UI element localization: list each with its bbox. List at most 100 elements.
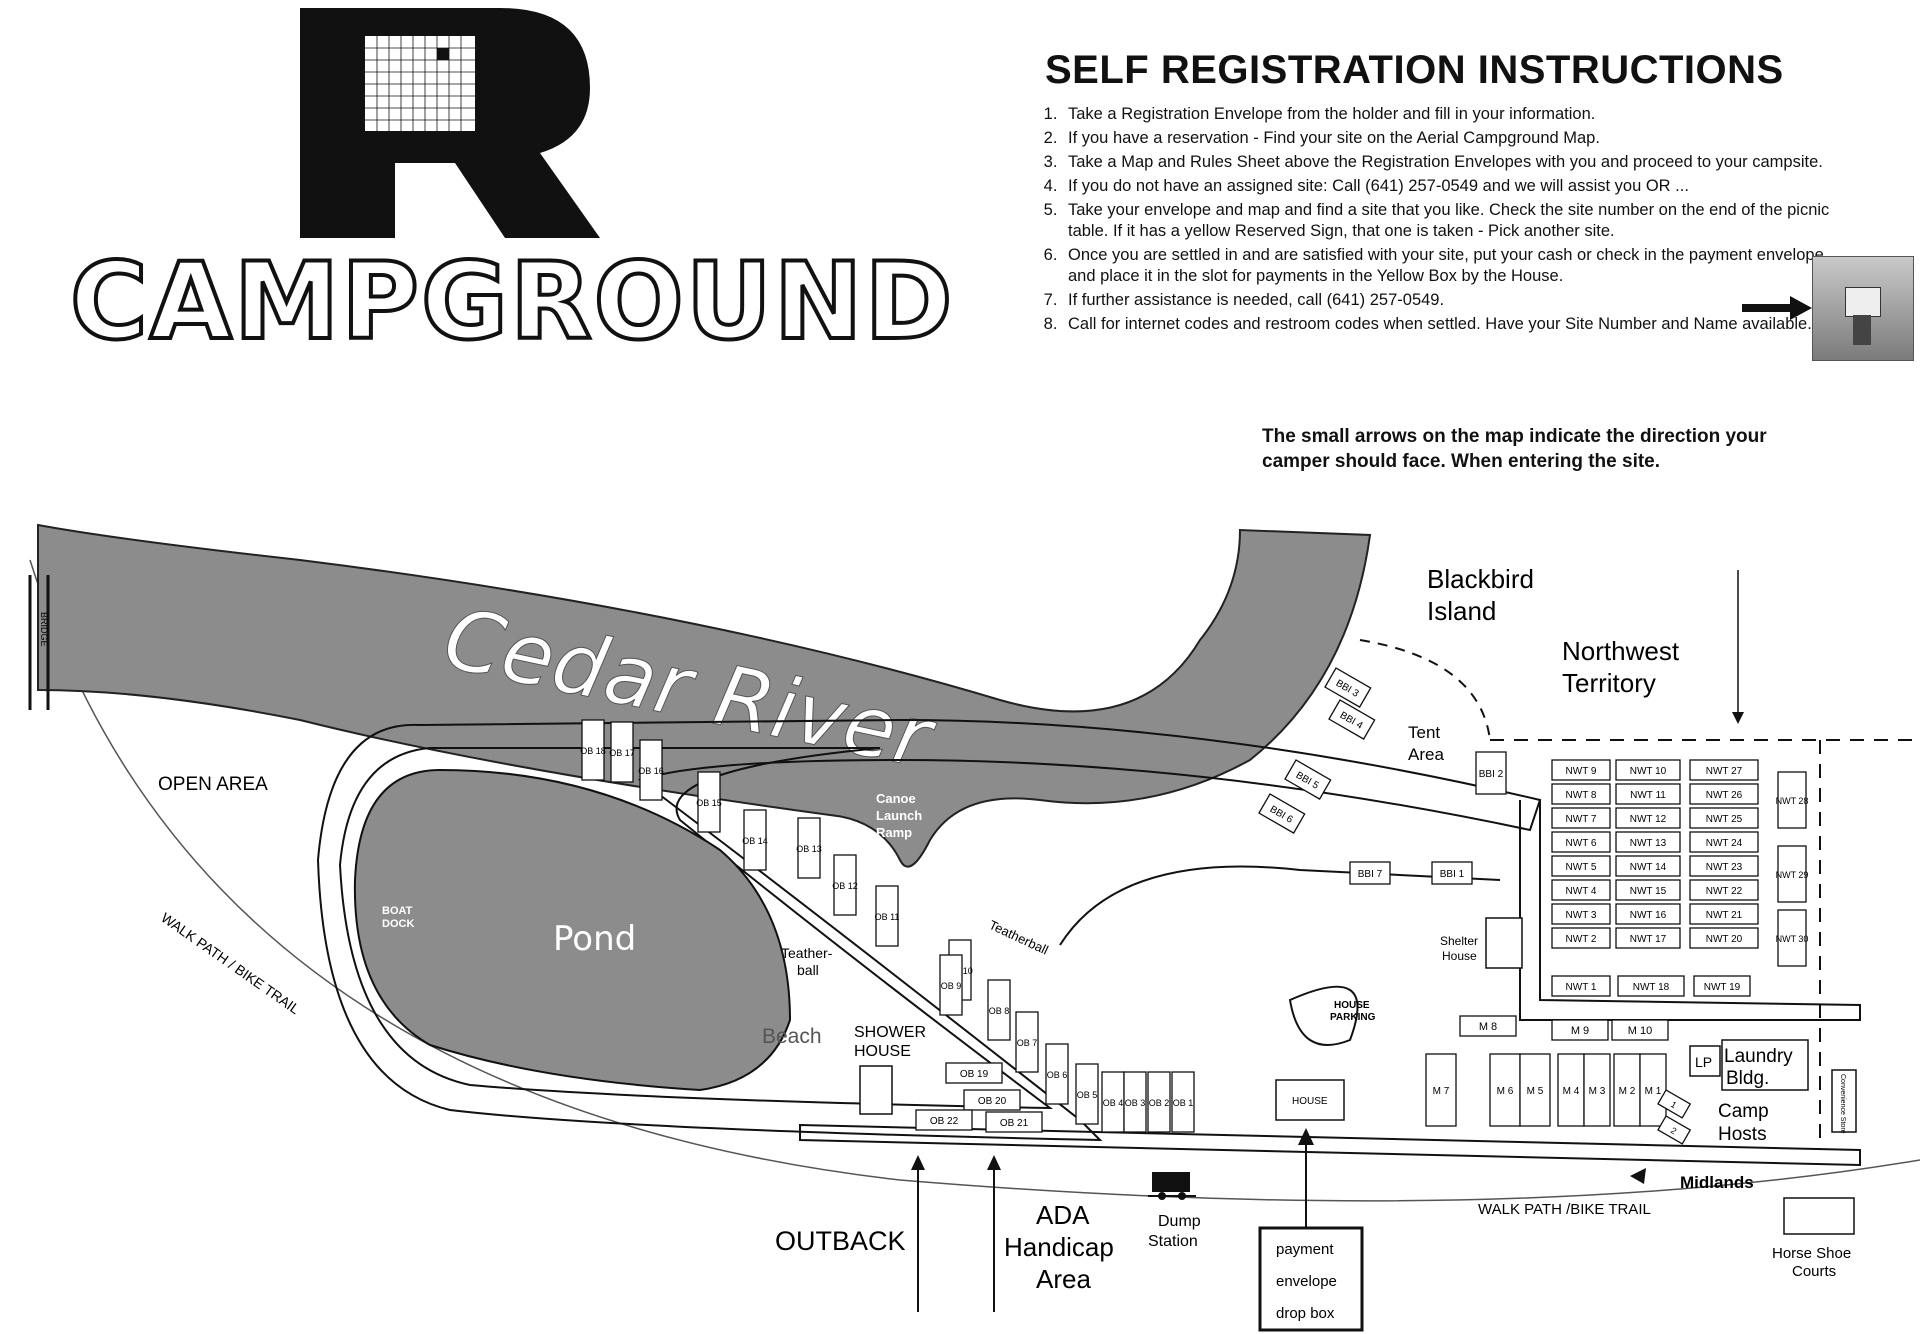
walk-path-left-label: WALK PATH / BIKE TRAIL bbox=[158, 909, 303, 1017]
campsite-nwt-15: NWT 15 bbox=[1615, 879, 1681, 901]
canoe-label-3: Ramp bbox=[876, 825, 912, 840]
campsite-nwt-28: NWT 28 bbox=[1776, 771, 1809, 829]
river-water bbox=[37, 523, 1372, 868]
campsite-nwt-22: NWT 22 bbox=[1689, 879, 1759, 901]
shelter-house-building bbox=[1485, 917, 1523, 969]
svg-text:M 7: M 7 bbox=[1433, 1086, 1450, 1097]
step-1: Take a Registration Envelope from the ho… bbox=[1062, 104, 1842, 125]
payment-box-2: envelope bbox=[1276, 1273, 1337, 1290]
svg-text:OB 2: OB 2 bbox=[1149, 1098, 1170, 1108]
tent-area-2: Area bbox=[1408, 745, 1444, 764]
teatherball-2: Teatherball bbox=[987, 917, 1051, 958]
svg-text:NWT 2: NWT 2 bbox=[1566, 934, 1597, 945]
campsite-m-2: M 2 bbox=[1613, 1053, 1641, 1127]
svg-text:M 2: M 2 bbox=[1619, 1086, 1636, 1097]
svg-text:M 5: M 5 bbox=[1527, 1086, 1544, 1097]
main-road bbox=[799, 1123, 1861, 1167]
campsite-ob-21: OB 21 bbox=[985, 1111, 1043, 1133]
campsite-bbi-7: BBI 7 bbox=[1349, 861, 1391, 885]
payment-box bbox=[1258, 1226, 1364, 1332]
campsite-m-5: M 5 bbox=[1519, 1053, 1551, 1127]
campsite-nwt-20: NWT 20 bbox=[1689, 927, 1759, 949]
dump-station-1: Dump bbox=[1158, 1213, 1201, 1230]
campsite-nwt-27: NWT 27 bbox=[1689, 759, 1759, 781]
house-label: HOUSE bbox=[1292, 1096, 1328, 1107]
campsite-bbi-6: BBI 6 bbox=[1258, 793, 1306, 834]
lp-box bbox=[1689, 1045, 1721, 1077]
camp-hosts-1: Camp bbox=[1718, 1101, 1769, 1122]
beach-label: Beach bbox=[762, 1025, 822, 1048]
svg-text:NWT 10: NWT 10 bbox=[1630, 766, 1667, 777]
campsite-nwt-2: NWT 2 bbox=[1551, 927, 1611, 949]
blackbird-dashed bbox=[1359, 639, 1491, 741]
campsite-1: 1 bbox=[1657, 1089, 1692, 1119]
parking-oval bbox=[1288, 985, 1359, 1046]
svg-text:OB 6: OB 6 bbox=[1047, 1070, 1068, 1080]
campsite-nwt-25: NWT 25 bbox=[1689, 807, 1759, 829]
campsite-nwt-30: NWT 30 bbox=[1776, 909, 1808, 967]
campsite-ob-6: OB 6 bbox=[1045, 1043, 1069, 1105]
campsite-nwt-8: NWT 8 bbox=[1551, 783, 1611, 805]
svg-text:NWT 5: NWT 5 bbox=[1566, 862, 1597, 873]
svg-text:OB 5: OB 5 bbox=[1077, 1090, 1098, 1100]
campsite-m-3: M 3 bbox=[1583, 1053, 1611, 1127]
svg-text:NWT 22: NWT 22 bbox=[1706, 886, 1743, 897]
svg-text:M 9: M 9 bbox=[1571, 1025, 1589, 1037]
pond-road-inner bbox=[338, 747, 1054, 1110]
svg-text:NWT 21: NWT 21 bbox=[1706, 910, 1743, 921]
logo-word: CAMPGROUND bbox=[68, 238, 955, 365]
svg-text:OB 4: OB 4 bbox=[1103, 1098, 1124, 1108]
campsite-ob-7: OB 7 bbox=[1015, 1011, 1039, 1073]
teatherball-1-a: Teather- bbox=[781, 945, 833, 961]
northwest-label-1: Northwest bbox=[1562, 636, 1680, 666]
middle-road bbox=[1059, 865, 1501, 946]
svg-text:NWT 19: NWT 19 bbox=[1704, 982, 1741, 993]
step-5: Take your envelope and map and find a si… bbox=[1062, 200, 1842, 242]
svg-text:NWT 23: NWT 23 bbox=[1706, 862, 1743, 873]
svg-text:NWT 28: NWT 28 bbox=[1776, 796, 1809, 806]
campsite-m-10: M 10 bbox=[1611, 1019, 1669, 1041]
svg-text:BBI 7: BBI 7 bbox=[1358, 869, 1383, 880]
svg-text:BBI 2: BBI 2 bbox=[1479, 769, 1504, 780]
campsite-nwt-12: NWT 12 bbox=[1615, 807, 1681, 829]
campsite-ob-4: OB 4 bbox=[1101, 1071, 1125, 1133]
svg-text:NWT 6: NWT 6 bbox=[1566, 838, 1597, 849]
svg-text:OB 19: OB 19 bbox=[960, 1069, 989, 1080]
svg-text:OB 21: OB 21 bbox=[1000, 1118, 1029, 1129]
svg-text:OB 7: OB 7 bbox=[1017, 1038, 1038, 1048]
campsite-ob-9: OB 9 bbox=[939, 954, 963, 1016]
northwest-label-2: Territory bbox=[1562, 668, 1656, 698]
canoe-label-2: Launch bbox=[876, 808, 922, 823]
svg-text:NWT 8: NWT 8 bbox=[1566, 790, 1597, 801]
campsite-nwt-4: NWT 4 bbox=[1551, 879, 1611, 901]
campsite-ob-1: OB 1 bbox=[1171, 1071, 1195, 1133]
svg-text:NWT 16: NWT 16 bbox=[1630, 910, 1667, 921]
svg-text:NWT 17: NWT 17 bbox=[1630, 934, 1667, 945]
campsite-nwt-17: NWT 17 bbox=[1615, 927, 1681, 949]
campsite-nwt-3: NWT 3 bbox=[1551, 903, 1611, 925]
campsite-m-7: M 7 bbox=[1425, 1053, 1457, 1127]
blackbird-label-2: Island bbox=[1427, 596, 1496, 626]
svg-text:NWT 7: NWT 7 bbox=[1566, 814, 1597, 825]
house-parking-1: HOUSE bbox=[1334, 1000, 1370, 1011]
campsite-ob-12: OB 12 bbox=[832, 854, 858, 916]
tent-area-1: Tent bbox=[1408, 723, 1440, 742]
campsite-m-1: M 1 bbox=[1639, 1053, 1667, 1127]
pond-water bbox=[353, 768, 792, 1092]
bridge-label: BRIDGE bbox=[39, 612, 49, 647]
svg-text:NWT 24: NWT 24 bbox=[1706, 838, 1743, 849]
boat-dock-label-2: DOCK bbox=[382, 918, 414, 930]
horse-shoe-2: Courts bbox=[1792, 1263, 1836, 1280]
svg-text:M 8: M 8 bbox=[1479, 1021, 1497, 1033]
campsite-ob-22: OB 22 bbox=[915, 1109, 973, 1131]
svg-text:M 10: M 10 bbox=[1628, 1025, 1652, 1037]
house-parking-2: PARKING bbox=[1330, 1012, 1376, 1023]
svg-text:BBI 1: BBI 1 bbox=[1440, 869, 1465, 880]
svg-text:NWT 3: NWT 3 bbox=[1566, 910, 1597, 921]
svg-text:OB 15: OB 15 bbox=[696, 798, 722, 808]
svg-text:NWT 26: NWT 26 bbox=[1706, 790, 1743, 801]
shelter-house-1: Shelter bbox=[1440, 934, 1478, 948]
convenience-store-label: Convenience Store bbox=[1839, 1074, 1846, 1134]
campsite-ob-8: OB 8 bbox=[987, 979, 1011, 1041]
campsite-nwt-6: NWT 6 bbox=[1551, 831, 1611, 853]
